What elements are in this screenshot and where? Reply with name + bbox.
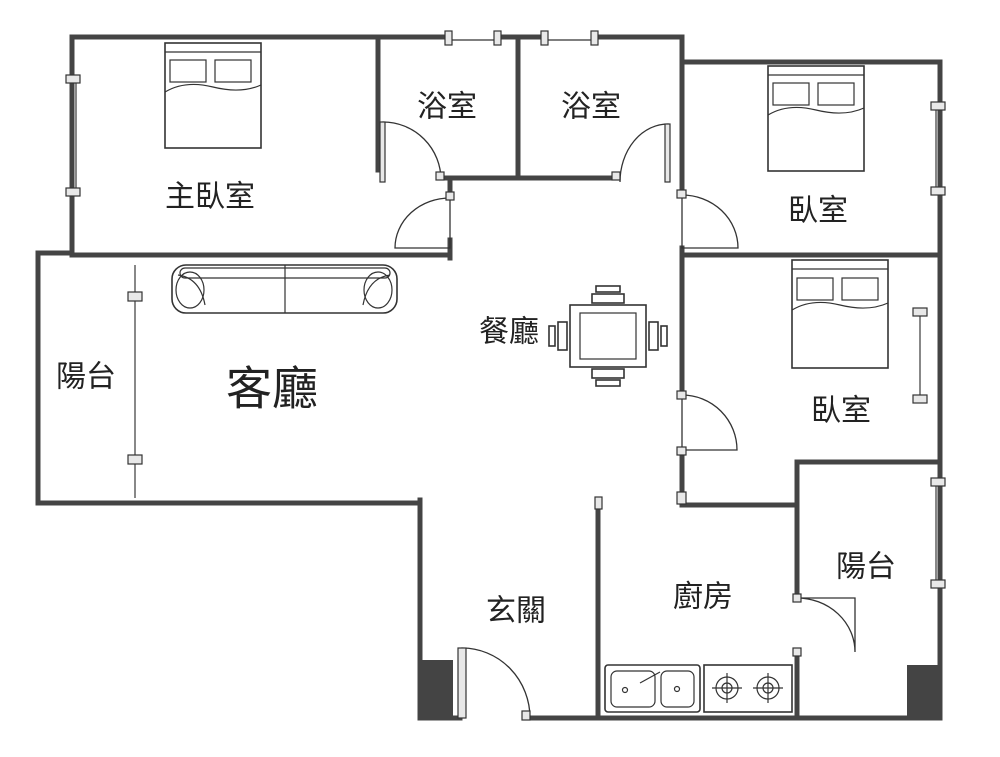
door-jamb bbox=[457, 647, 467, 719]
door-jamb bbox=[611, 171, 621, 181]
door-jamb bbox=[445, 191, 455, 201]
column-left bbox=[420, 660, 453, 718]
room-labels: 主臥室 浴室 浴室 臥室 臥室 餐廳 客廳 陽台 陽台 玄關 廚房 bbox=[56, 90, 896, 629]
bed-icon bbox=[767, 65, 865, 172]
window-jamb bbox=[127, 291, 143, 302]
stove-icon bbox=[703, 664, 793, 713]
window-jamb bbox=[540, 30, 549, 46]
label-dining: 餐廳 bbox=[479, 315, 539, 350]
window-jamb bbox=[65, 187, 81, 197]
door-jamb bbox=[676, 491, 687, 505]
label-balcony-right: 陽台 bbox=[836, 550, 896, 585]
label-balcony-left: 陽台 bbox=[56, 360, 116, 395]
door-jamb bbox=[792, 647, 802, 657]
wall-living bbox=[35, 250, 423, 506]
door-jamb bbox=[435, 171, 445, 181]
window-jamb bbox=[590, 30, 599, 46]
window-jamb bbox=[930, 186, 946, 196]
sink-icon bbox=[604, 664, 701, 713]
door-jamb bbox=[664, 123, 671, 183]
window-jamb bbox=[127, 454, 143, 465]
sofa-icon bbox=[171, 264, 398, 314]
windows bbox=[65, 30, 946, 589]
column-right bbox=[907, 665, 940, 718]
label-entrance: 玄關 bbox=[486, 594, 546, 629]
label-bathroom-right: 浴室 bbox=[561, 90, 621, 125]
door-jamb bbox=[379, 121, 386, 183]
door-bedroom-middle bbox=[681, 394, 738, 451]
door-balcony-right bbox=[796, 597, 856, 653]
doors bbox=[379, 121, 856, 721]
door-jamb bbox=[792, 593, 802, 603]
door-bathroom-left bbox=[382, 121, 442, 181]
door-bathroom-right bbox=[619, 123, 669, 183]
door-jamb bbox=[594, 496, 603, 510]
wall-balcony-right bbox=[794, 459, 943, 721]
door-jamb bbox=[521, 710, 531, 721]
window-jamb bbox=[930, 579, 946, 589]
label-bathroom-left: 浴室 bbox=[417, 90, 477, 125]
window-jamb bbox=[930, 477, 946, 487]
window-jamb bbox=[444, 30, 453, 46]
door-entrance bbox=[461, 647, 531, 719]
label-living: 客廳 bbox=[226, 362, 318, 416]
window-jamb bbox=[493, 30, 502, 46]
window-jamb bbox=[65, 74, 81, 84]
label-kitchen: 廚房 bbox=[673, 580, 733, 615]
window-jamb bbox=[930, 101, 946, 111]
wall-bedroom-middle bbox=[679, 252, 800, 508]
dining-table-icon bbox=[548, 285, 668, 387]
label-bedroom-middle: 臥室 bbox=[811, 394, 871, 429]
door-jamb bbox=[676, 446, 687, 456]
window-jamb bbox=[912, 394, 928, 404]
wall-master-bedroom bbox=[69, 34, 381, 256]
door-jamb bbox=[676, 189, 687, 199]
door-bedroom-top bbox=[681, 194, 739, 249]
door-master-bedroom bbox=[394, 197, 451, 249]
label-bedroom-top: 臥室 bbox=[788, 194, 848, 229]
window-jamb bbox=[912, 307, 928, 317]
bed-icon bbox=[164, 42, 262, 149]
bed-icon bbox=[791, 259, 889, 369]
door-jamb bbox=[676, 390, 687, 400]
label-master-bedroom: 主臥室 bbox=[165, 180, 255, 215]
